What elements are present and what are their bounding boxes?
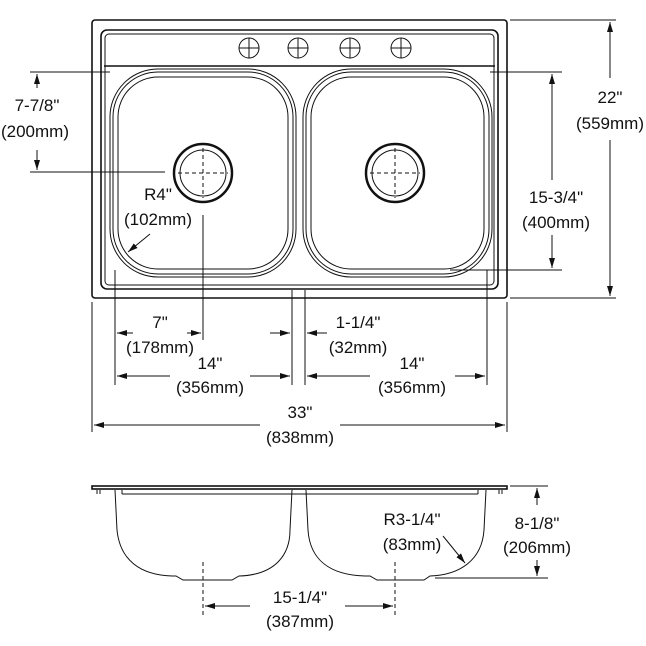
dim-left-bowl-width: 14"	[198, 354, 223, 373]
dim-bowl-front-back: 15-3/4"	[529, 188, 583, 207]
dim-overall-depth-metric: (559mm)	[576, 114, 644, 133]
dim-right-bowl-width: 14"	[400, 354, 425, 373]
dim-corner-radius-metric: (102mm)	[124, 210, 192, 229]
dim-bowl-depth-metric: (206mm)	[503, 538, 571, 557]
right-bowl	[302, 68, 493, 278]
dim-bowl-to-drain: 7-7/8"	[15, 96, 60, 115]
dim-overall-width: 33"	[288, 403, 313, 422]
dim-bowl-to-drain-metric: (200mm)	[1, 122, 69, 141]
faucet-holes	[238, 37, 412, 59]
faucet-hole	[238, 37, 260, 59]
dim-divider: 1-1/4"	[336, 313, 381, 332]
dim-bottom-radius-metric: (83mm)	[383, 535, 442, 554]
dim-overall-width-metric: (838mm)	[266, 428, 334, 447]
dim-bottom-radius: R3-1/4"	[383, 510, 440, 529]
faucet-hole	[339, 37, 361, 59]
dim-right-bowl-width-metric: (356mm)	[378, 378, 446, 397]
top-view: 7-7/8" (200mm) 22" (559mm) 15-3/4" (400m…	[1, 19, 644, 447]
dim-left-bowl-width-metric: (356mm)	[176, 378, 244, 397]
dim-drain-spacing: 15-1/4"	[273, 588, 327, 607]
dim-bowl-front-back-metric: (400mm)	[522, 213, 590, 232]
dim-divider-metric: (32mm)	[329, 338, 388, 357]
side-view: 8-1/8" (206mm) R3-1/4" (83mm) 15-1/4" (3…	[91, 485, 571, 631]
dim-drain-spacing-metric: (387mm)	[266, 612, 334, 631]
dim-drain-offset: 7"	[152, 313, 168, 332]
dim-drain-offset-metric: (178mm)	[126, 338, 194, 357]
dim-overall-depth: 22"	[598, 88, 623, 107]
dim-corner-radius: R4"	[144, 185, 172, 204]
faucet-hole	[390, 37, 412, 59]
dim-bowl-depth: 8-1/8"	[515, 514, 560, 533]
faucet-hole	[287, 37, 309, 59]
